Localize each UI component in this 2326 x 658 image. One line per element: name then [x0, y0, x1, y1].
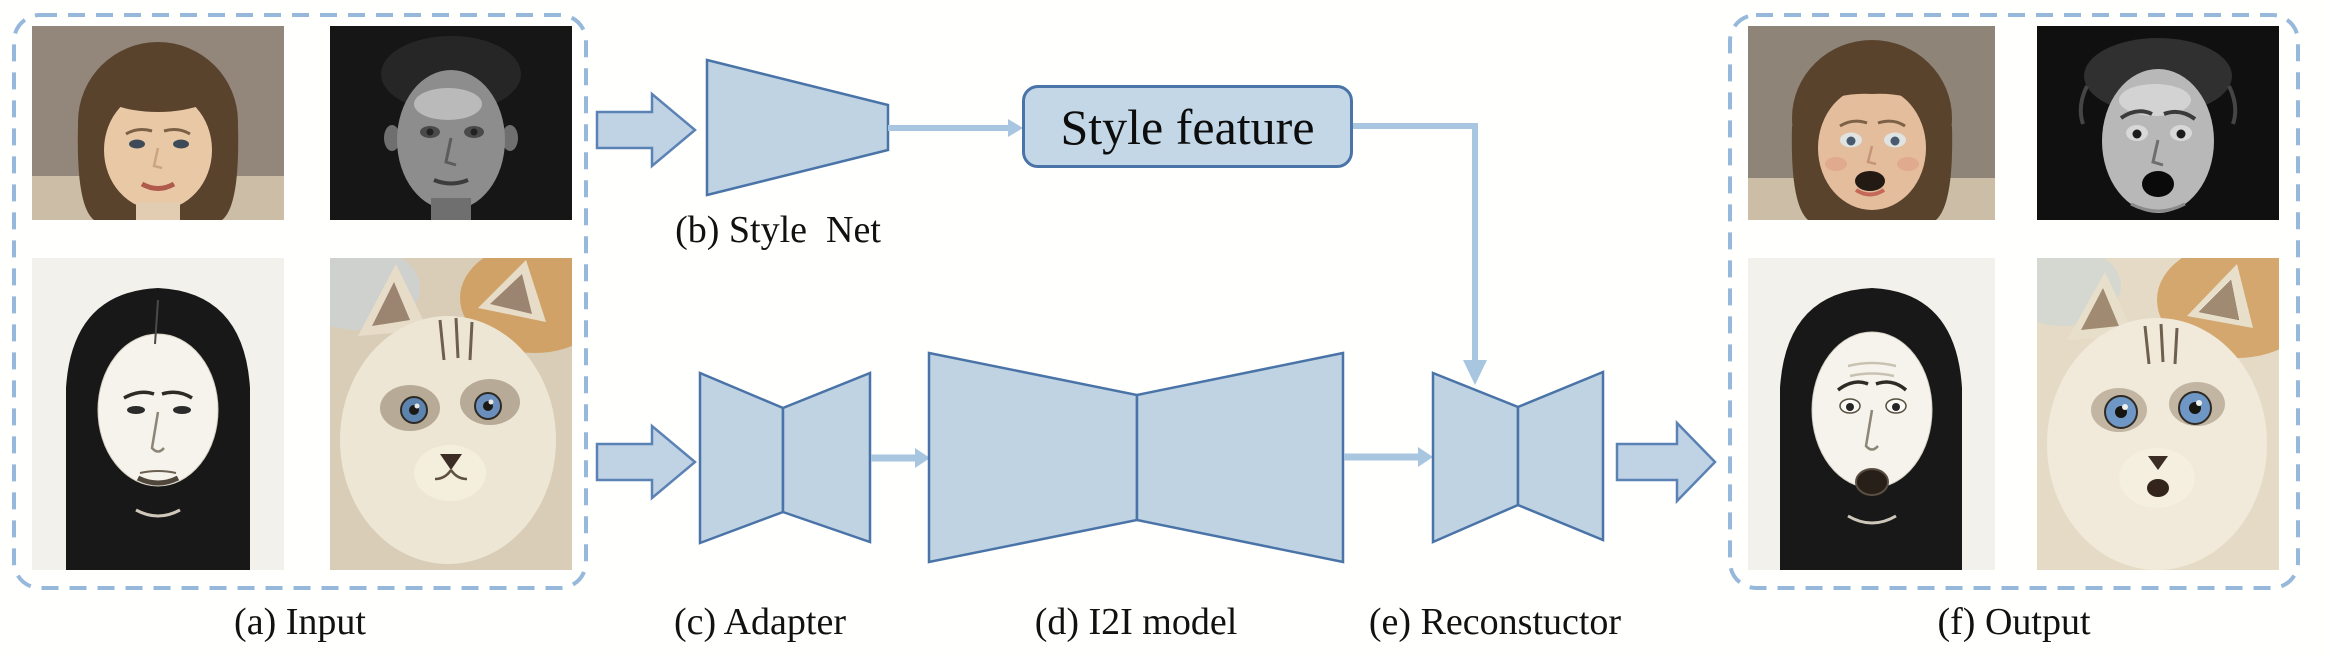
- caption-output: (f) Output: [1937, 601, 2091, 643]
- reconstructor-shape-left: [1431, 371, 1520, 544]
- i2i-shape-right: [1135, 351, 1345, 564]
- adapter-shape-right: [781, 371, 872, 544]
- output-image-child-portrait: [1748, 26, 1995, 220]
- arrowhead-stylefeature: [1008, 119, 1023, 137]
- arrowhead-reconstructor-left: [1418, 447, 1433, 467]
- output-panel-border: [1728, 13, 2300, 590]
- caption-i2i-model: (d) I2I model: [1034, 601, 1238, 643]
- output-image-boy-painting: [2037, 26, 2279, 220]
- arrow-input-to-adapter: [595, 423, 697, 501]
- arrow-reconstructor-to-output: [1615, 419, 1717, 505]
- adapter-shape-left: [698, 371, 785, 545]
- connector-stylefeature-to-reconstructor: [1350, 123, 1478, 362]
- style-net-shape: [705, 58, 890, 197]
- reconstructor-shape-right: [1516, 370, 1605, 542]
- input-image-child-portrait: [32, 26, 284, 220]
- input-image-boy-painting: [330, 26, 572, 220]
- output-image-woman-sketch: [1748, 258, 1995, 570]
- caption-style-net: (b) Style Net: [675, 209, 881, 251]
- caption-reconstructor: (e) Reconstuctor: [1368, 601, 1622, 643]
- output-image-kitten-photo: [2037, 258, 2279, 570]
- input-image-kitten-photo: [330, 258, 572, 570]
- caption-adapter: (c) Adapter: [674, 601, 846, 643]
- i2i-shape-left: [927, 351, 1139, 564]
- input-image-woman-sketch: [32, 258, 284, 570]
- style-feature-label: Style feature: [1060, 98, 1315, 155]
- caption-input: (a) Input: [234, 601, 366, 643]
- style-feature-node: Style feature: [1022, 85, 1353, 168]
- arrow-input-to-stylenet: [595, 91, 697, 169]
- arrowhead-reconstructor-top: [1463, 360, 1487, 385]
- arrowhead-i2i: [915, 448, 930, 468]
- input-panel-border: [12, 13, 588, 590]
